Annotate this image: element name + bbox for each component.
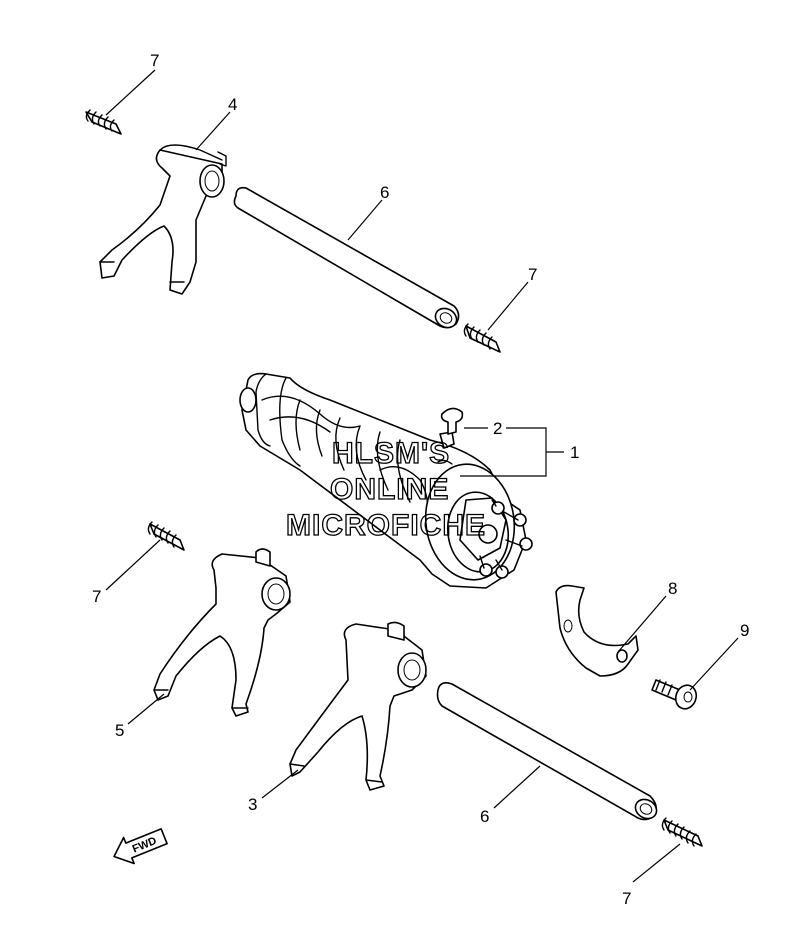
watermark-line-1: HLSM'S	[332, 437, 450, 470]
shift-fork-shaft-top[interactable]	[233, 186, 460, 332]
fwd-arrow: FWD	[113, 828, 168, 865]
spring-top-right[interactable]	[463, 323, 501, 353]
callout-6-top: 6	[380, 183, 389, 202]
shift-fork-shaft-bottom[interactable]	[436, 682, 661, 822]
callout-2: 2	[493, 419, 502, 438]
callout-7-top-right: 7	[528, 265, 537, 284]
callout-4: 4	[228, 95, 237, 114]
shift-fork-5[interactable]	[153, 548, 291, 717]
callout-8: 8	[668, 579, 677, 598]
leader-lines	[105, 69, 739, 883]
shift-drum[interactable]	[239, 372, 533, 589]
watermark-line-2: ONLINE	[330, 473, 449, 506]
watermark: HLSM'S ONLINE MICROFICHE	[285, 436, 486, 542]
watermark-line-3: MICROFICHE	[286, 509, 486, 542]
callout-7-mid-left: 7	[92, 587, 101, 606]
callout-6-bottom: 6	[480, 807, 489, 826]
stopper-plate[interactable]	[555, 584, 639, 677]
shift-fork-4[interactable]	[99, 144, 227, 295]
spring-top-left[interactable]	[85, 109, 122, 135]
shift-fork-3[interactable]	[289, 621, 427, 791]
callouts: 7 4 6 7 2 1 7 5 3 6 7 8 9	[92, 51, 749, 908]
callout-7-bottom-right: 7	[622, 889, 631, 908]
callout-5: 5	[115, 721, 124, 740]
callout-9: 9	[740, 621, 749, 640]
spring-mid-left[interactable]	[147, 521, 185, 551]
bolt[interactable]	[651, 679, 700, 712]
callout-7-top-left: 7	[150, 51, 159, 70]
drum-pin[interactable]	[440, 407, 464, 435]
callout-3: 3	[248, 795, 257, 814]
spring-bottom-right[interactable]	[661, 817, 703, 847]
callout-1: 1	[570, 443, 579, 462]
